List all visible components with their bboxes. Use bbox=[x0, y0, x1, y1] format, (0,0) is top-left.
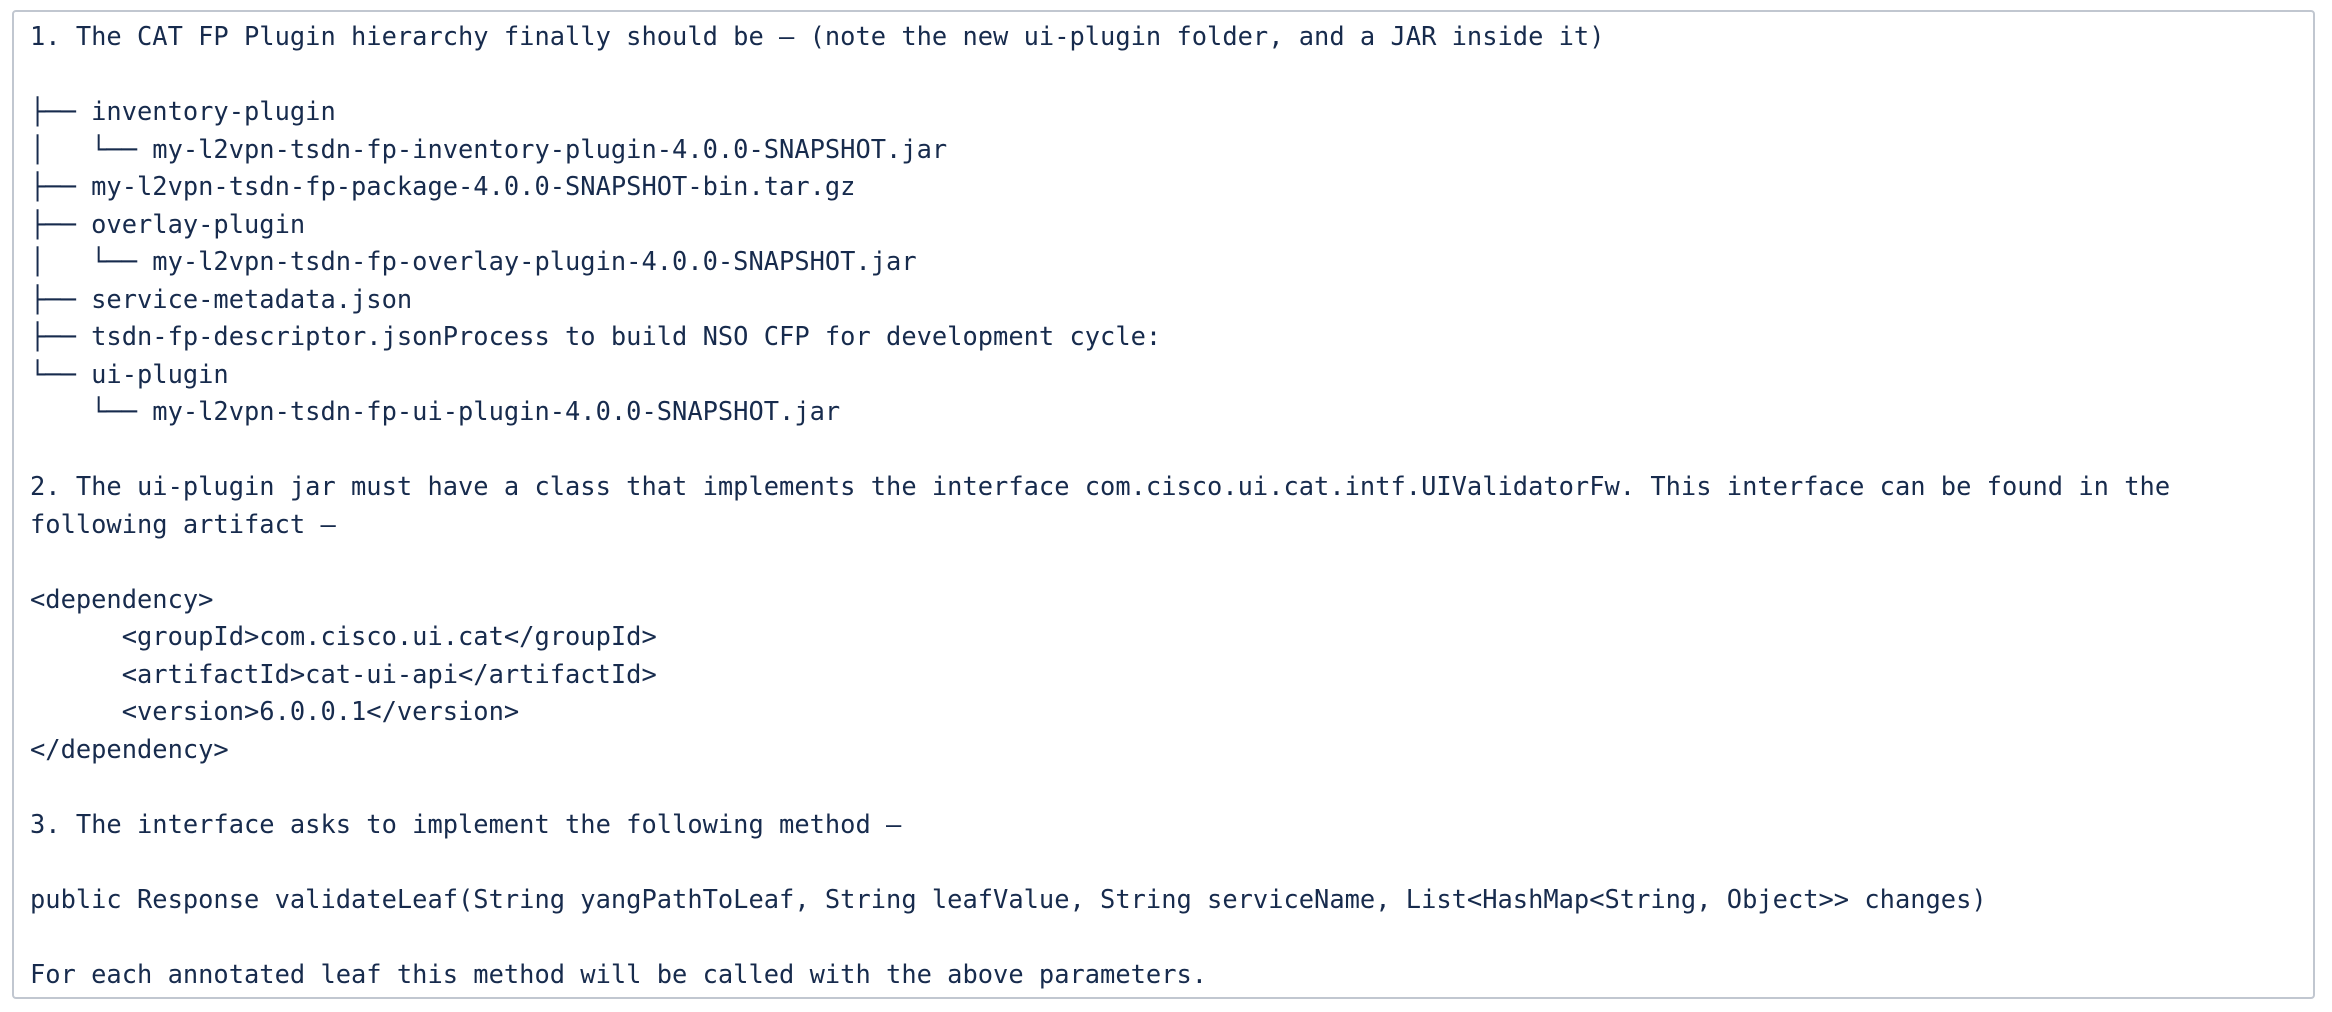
text-line: 3. The interface asks to implement the f… bbox=[30, 808, 902, 839]
closing-paragraph: For each annotated leaf this method will… bbox=[30, 956, 2297, 994]
tree-line: │ └── my-l2vpn-tsdn-fp-inventory-plugin-… bbox=[30, 133, 948, 164]
xml-line: <artifactId>cat-ui-api</artifactId> bbox=[30, 658, 657, 689]
xml-line: </dependency> bbox=[30, 733, 229, 764]
dependency-xml-block: <dependency> <groupId>com.cisco.ui.cat</… bbox=[30, 581, 2297, 769]
step2-paragraph: 2. The ui-plugin jar must have a class t… bbox=[30, 468, 2297, 543]
tree-line: ├── my-l2vpn-tsdn-fp-package-4.0.0-SNAPS… bbox=[30, 171, 856, 201]
tree-line: ├── service-metadata.json bbox=[30, 283, 413, 314]
tree-line: ├── inventory-plugin bbox=[30, 96, 336, 126]
text-line: 1. The CAT FP Plugin hierarchy finally s… bbox=[30, 21, 1605, 51]
xml-line: <groupId>com.cisco.ui.cat</groupId> bbox=[30, 621, 657, 651]
method-signature: public Response validateLeaf(String yang… bbox=[30, 881, 2297, 919]
step3-heading: 3. The interface asks to implement the f… bbox=[30, 806, 2297, 844]
xml-line: <dependency> bbox=[30, 583, 214, 614]
xml-line: <version>6.0.0.1</version> bbox=[30, 696, 520, 726]
text-line: 2. The ui-plugin jar must have a class t… bbox=[30, 471, 2171, 501]
tree-line: ├── tsdn-fp-descriptor.jsonProcess to bu… bbox=[30, 321, 1162, 351]
tree-line: └── ui-plugin bbox=[30, 358, 229, 389]
tree-line: └── my-l2vpn-tsdn-fp-ui-plugin-4.0.0-SNA… bbox=[30, 396, 841, 426]
code-panel: 1. The CAT FP Plugin hierarchy finally s… bbox=[12, 10, 2315, 999]
tree-line: │ └── my-l2vpn-tsdn-fp-overlay-plugin-4.… bbox=[30, 246, 917, 276]
tree-line: ├── overlay-plugin bbox=[30, 208, 306, 239]
code-signature-line: public Response validateLeaf(String yang… bbox=[30, 883, 1987, 914]
text-line: For each annotated leaf this method will… bbox=[30, 958, 1208, 989]
text-line: following artifact – bbox=[30, 508, 336, 539]
step1-heading: 1. The CAT FP Plugin hierarchy finally s… bbox=[30, 18, 2297, 56]
file-tree: ├── inventory-plugin │ └── my-l2vpn-tsdn… bbox=[30, 93, 2297, 431]
